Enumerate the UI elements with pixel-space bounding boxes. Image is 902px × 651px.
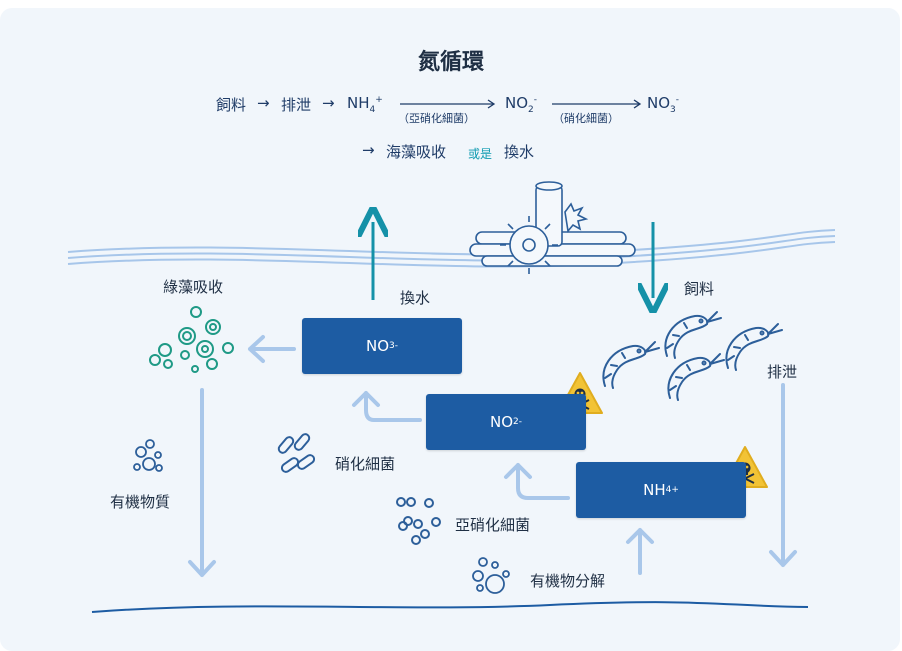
shrimp-icon — [667, 353, 725, 401]
water-surface — [67, 229, 836, 268]
organic-matter-label: 有機物質 — [110, 493, 171, 511]
equation-nh4: NH4+ — [347, 94, 383, 115]
equation-or: 或是 — [468, 147, 493, 161]
equation-no2: NO2- — [505, 94, 538, 115]
equation-no3: NO3- — [647, 94, 680, 115]
equation-arrows — [400, 99, 642, 109]
feed-label: 飼料 — [684, 280, 715, 298]
shrimp-group — [602, 311, 783, 401]
equation-nitrosifying-label: （亞硝化細菌） — [398, 112, 475, 125]
shrimp-icon — [725, 323, 783, 371]
equation-arrow: → — [322, 94, 335, 112]
equation-excretion: 排泄 — [281, 96, 312, 114]
paddlewheel-aerator-icon — [469, 181, 636, 274]
algae-icon — [149, 306, 234, 373]
diagram-title: 氮循環 — [417, 50, 484, 75]
bacteria-icon — [277, 433, 316, 473]
excretion-label: 排泄 — [767, 363, 798, 381]
equation-feed: 飼料 — [216, 96, 247, 114]
shrimp-icon — [602, 341, 660, 389]
shrimp-icon — [664, 311, 722, 359]
equation-arrow: → — [362, 141, 375, 159]
decomposition-label: 有機物分解 — [530, 572, 606, 590]
bubbles-icon — [472, 557, 510, 594]
cycle-arrows — [188, 335, 797, 577]
bacteria-icon — [396, 497, 441, 545]
algae-uptake-label: 綠藻吸收 — [163, 278, 224, 296]
equation-nitrifying-label: （硝化細菌） — [553, 112, 619, 125]
equation-algae: 海藻吸收 — [386, 143, 447, 161]
equation-water-change: 換水 — [504, 143, 535, 161]
nitrifying-bacteria-label: 硝化細菌 — [335, 455, 396, 473]
nitrosifying-bacteria-label: 亞硝化細菌 — [455, 516, 531, 534]
bubbles-icon — [133, 439, 163, 472]
equation-arrow: → — [257, 94, 270, 112]
water-change-label: 換水 — [400, 289, 431, 307]
pond-bottom — [91, 601, 809, 613]
